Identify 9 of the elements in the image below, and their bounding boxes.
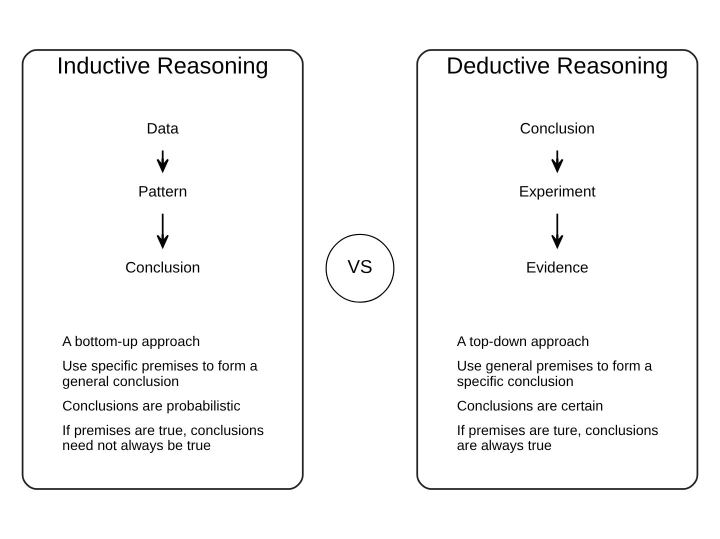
node-text: Conclusion: [125, 259, 200, 276]
arrow: [156, 214, 169, 248]
node-text: Experiment: [518, 183, 596, 200]
node-text: Pattern: [138, 183, 188, 200]
node-circle: VS: [326, 234, 394, 303]
arrow: [551, 214, 564, 248]
node-text: Data: [146, 120, 179, 138]
node-text: Conclusion: [520, 120, 595, 138]
node-text: Evidence: [526, 259, 588, 276]
